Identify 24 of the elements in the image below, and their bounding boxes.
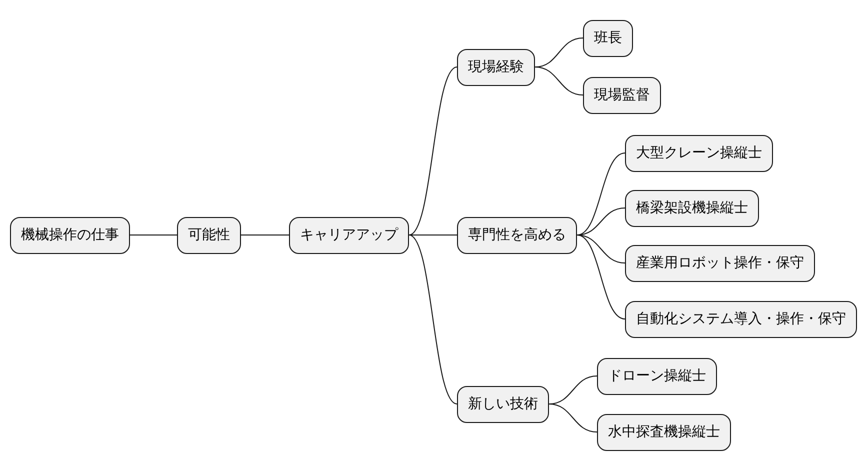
connector-line <box>408 234 458 404</box>
topic-node: 可能性 <box>177 216 241 254</box>
connector-line <box>576 152 626 236</box>
topic-node: 自動化システム導入・操作・保守 <box>625 300 857 338</box>
topic-node: 機械操作の仕事 <box>10 216 130 254</box>
topic-node: 水中探査機操縦士 <box>597 414 731 450</box>
connector-line <box>576 234 626 264</box>
topic-node: 現場経験 <box>457 48 535 86</box>
topic-node: 現場監督 <box>583 76 661 114</box>
connector-line <box>240 234 290 236</box>
topic-node: 橋梁架設機操縦士 <box>625 190 759 226</box>
topic-node: 専門性を高める <box>457 216 577 254</box>
connector-line <box>408 234 458 236</box>
topic-node: ドローン操縦士 <box>597 358 717 394</box>
connector-line <box>576 234 626 320</box>
topic-node: キャリアアップ <box>289 216 409 254</box>
topic-node: 産業用ロボット操作・保守 <box>625 244 815 282</box>
topic-node: 新しい技術 <box>457 386 549 422</box>
connector-line <box>408 66 458 236</box>
topic-node: 班長 <box>583 20 633 56</box>
connector-line <box>130 234 178 236</box>
connector-line <box>548 404 598 432</box>
topic-node: 大型クレーン操縦士 <box>625 134 773 172</box>
connector-line <box>534 66 584 96</box>
